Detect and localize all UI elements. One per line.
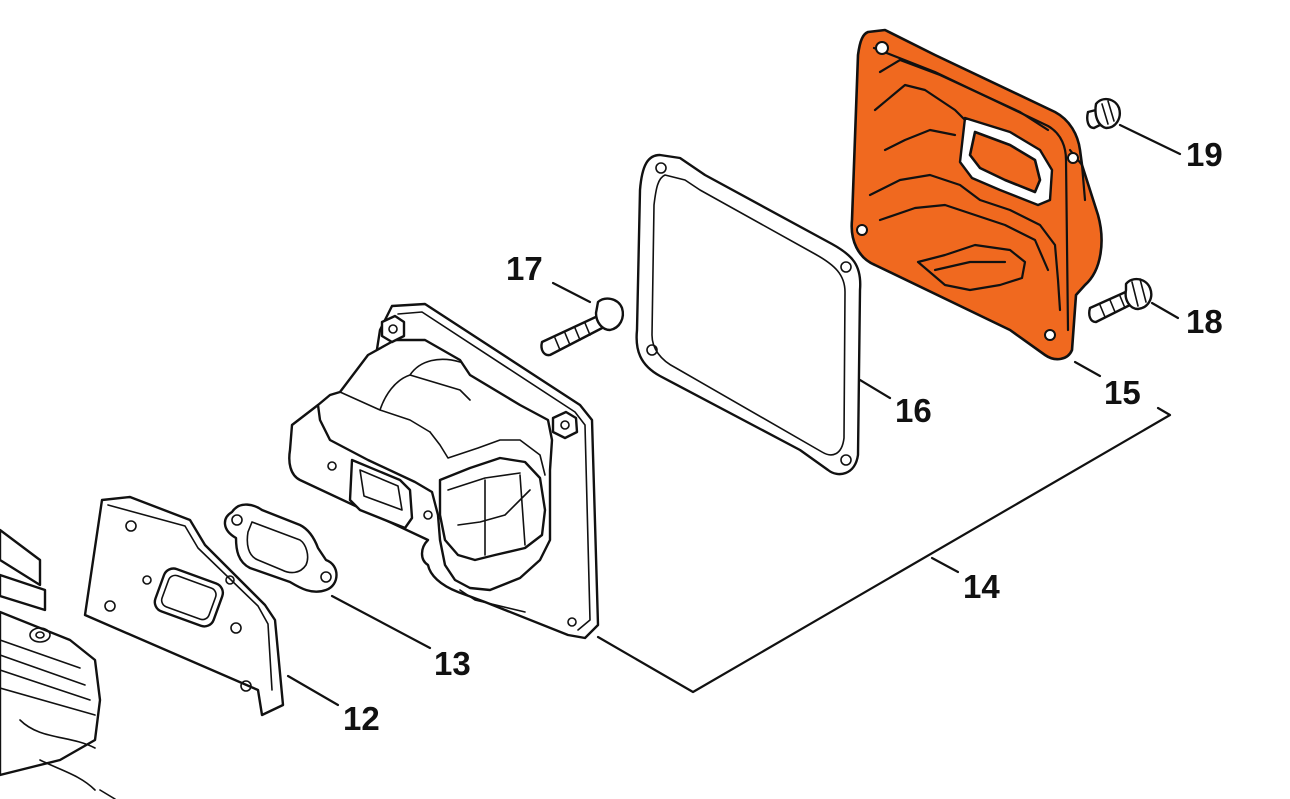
part-19-screw bbox=[1086, 97, 1121, 130]
part-15-cover bbox=[850, 28, 1103, 361]
label-15: 15 bbox=[1104, 374, 1141, 411]
leader-13 bbox=[330, 594, 432, 650]
label-17: 17 bbox=[506, 250, 543, 287]
part-16-gasket bbox=[635, 153, 862, 476]
label-19: 19 bbox=[1186, 136, 1223, 173]
part-14-muffler bbox=[288, 302, 600, 640]
leader-14 bbox=[930, 556, 960, 574]
part-labels: 12 13 14 15 16 17 18 19 bbox=[343, 136, 1223, 737]
leader-lines bbox=[286, 123, 1182, 707]
leader-12 bbox=[286, 674, 340, 707]
part-13-gasket bbox=[223, 503, 338, 593]
part-18-screw bbox=[1088, 277, 1153, 324]
cylinder-fragment bbox=[0, 528, 116, 799]
leader-18 bbox=[1150, 301, 1180, 320]
label-16: 16 bbox=[895, 392, 932, 429]
label-18: 18 bbox=[1186, 303, 1223, 340]
leader-16 bbox=[858, 378, 892, 400]
leader-14-bracket bbox=[596, 406, 1172, 694]
label-14: 14 bbox=[963, 568, 1000, 605]
part-12-plate bbox=[83, 495, 285, 717]
label-13: 13 bbox=[434, 645, 471, 682]
part-17-screw bbox=[540, 297, 624, 357]
leader-19 bbox=[1118, 123, 1182, 156]
label-12: 12 bbox=[343, 700, 380, 737]
leader-15 bbox=[1073, 360, 1102, 378]
leader-17 bbox=[551, 281, 592, 304]
